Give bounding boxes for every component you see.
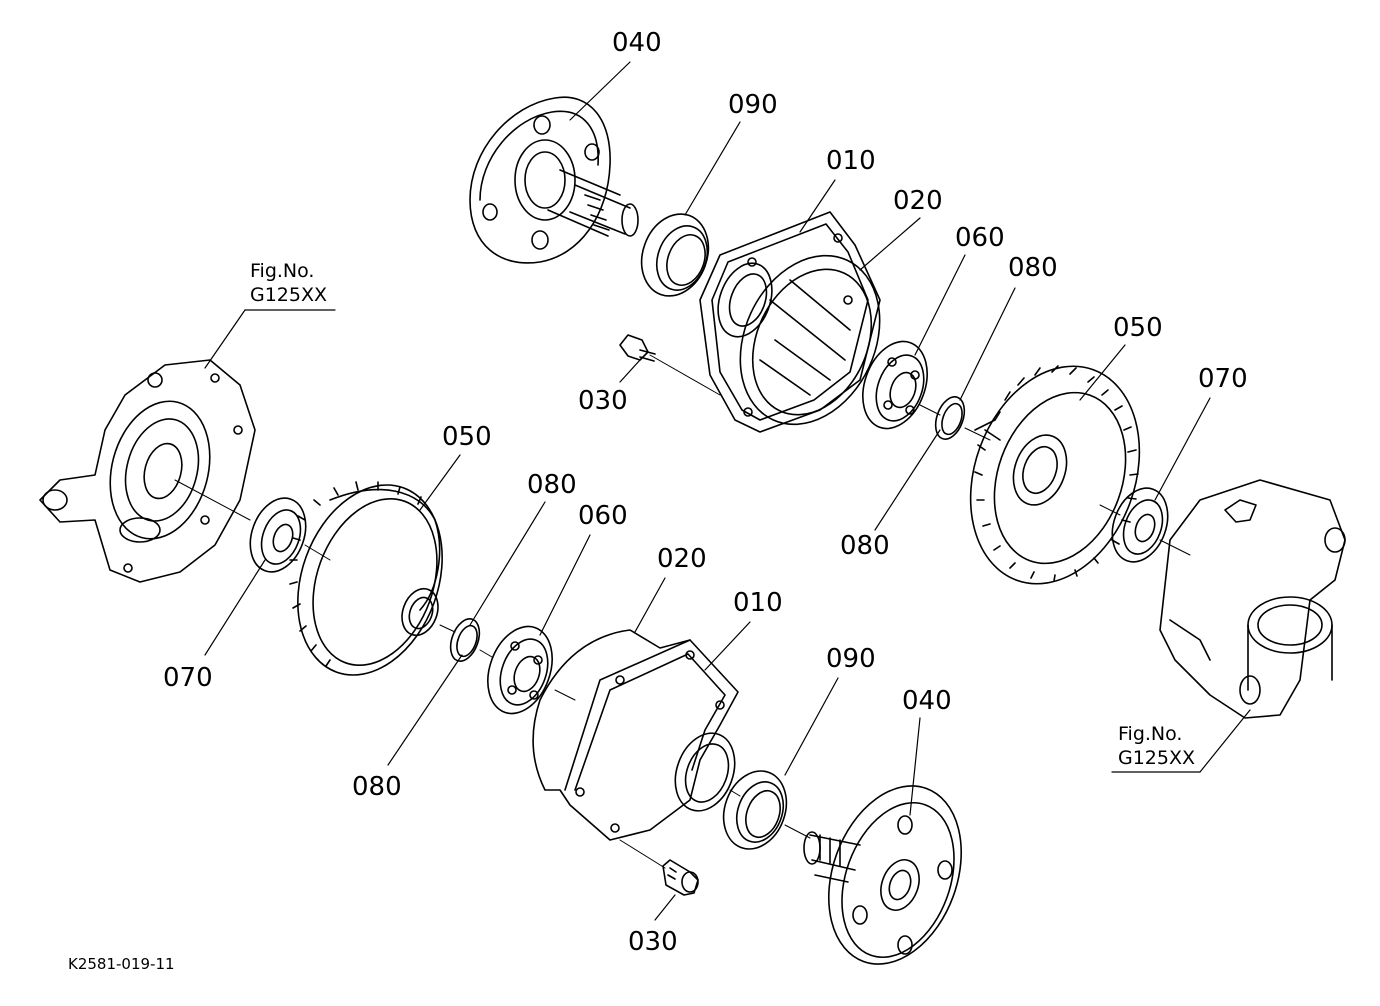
bearing-upper bbox=[862, 340, 928, 430]
callout-010-upper: 010 bbox=[826, 146, 876, 176]
fig-ref-left-line1: Fig.No. bbox=[250, 260, 315, 282]
callout-070-upper: 070 bbox=[1198, 364, 1248, 394]
callout-040-lower: 040 bbox=[902, 686, 952, 716]
axle-casing-left bbox=[39, 359, 256, 583]
callout-010-lower: 010 bbox=[733, 588, 783, 618]
bearing-upper-right bbox=[1111, 487, 1169, 563]
bearing-lower bbox=[487, 625, 553, 715]
fig-ref-left-line2: G125XX bbox=[250, 283, 328, 306]
flange-shaft-lower bbox=[803, 785, 963, 965]
callout-060-lower: 060 bbox=[578, 501, 628, 531]
bevel-housing-lower bbox=[532, 629, 739, 841]
callout-090-upper: 090 bbox=[728, 90, 778, 120]
flange-shaft-upper bbox=[469, 96, 639, 264]
callout-020-lower: 020 bbox=[657, 544, 707, 574]
fig-ref-right: Fig.No. G125XX bbox=[1118, 723, 1195, 771]
axle-casing-right bbox=[1159, 479, 1346, 719]
callout-080-upper-b: 080 bbox=[840, 531, 890, 561]
callout-050-upper: 050 bbox=[1113, 313, 1163, 343]
callout-080-lower-b: 080 bbox=[352, 772, 402, 802]
callout-040-upper: 040 bbox=[612, 28, 662, 58]
callout-030-lower: 030 bbox=[628, 927, 678, 957]
drawing-code: K2581-019-11 bbox=[68, 955, 175, 973]
callout-050-lower: 050 bbox=[442, 422, 492, 452]
callout-030-upper: 030 bbox=[578, 386, 628, 416]
callout-090-lower: 090 bbox=[826, 644, 876, 674]
plug-upper bbox=[619, 334, 721, 396]
callout-070-lower: 070 bbox=[163, 663, 213, 693]
bevel-housing-upper bbox=[699, 211, 881, 433]
callout-080-upper-a: 080 bbox=[1008, 253, 1058, 283]
leader-lines bbox=[204, 61, 1251, 921]
bevel-gear-lower bbox=[289, 481, 443, 676]
fig-ref-left: Fig.No. G125XX bbox=[250, 260, 327, 308]
circlip-lower bbox=[449, 618, 481, 662]
callout-060-upper: 060 bbox=[955, 223, 1005, 253]
fig-ref-right-line1: Fig.No. bbox=[1118, 723, 1183, 745]
callout-020-upper: 020 bbox=[893, 186, 943, 216]
fig-ref-right-line2: G125XX bbox=[1118, 746, 1196, 769]
oil-seal-lower bbox=[722, 770, 788, 850]
plug-lower bbox=[619, 839, 699, 896]
callout-080-lower-a: 080 bbox=[527, 470, 577, 500]
bevel-gear-upper bbox=[969, 365, 1141, 585]
oil-seal-upper bbox=[640, 213, 710, 297]
bearing-lower-left bbox=[249, 497, 307, 573]
